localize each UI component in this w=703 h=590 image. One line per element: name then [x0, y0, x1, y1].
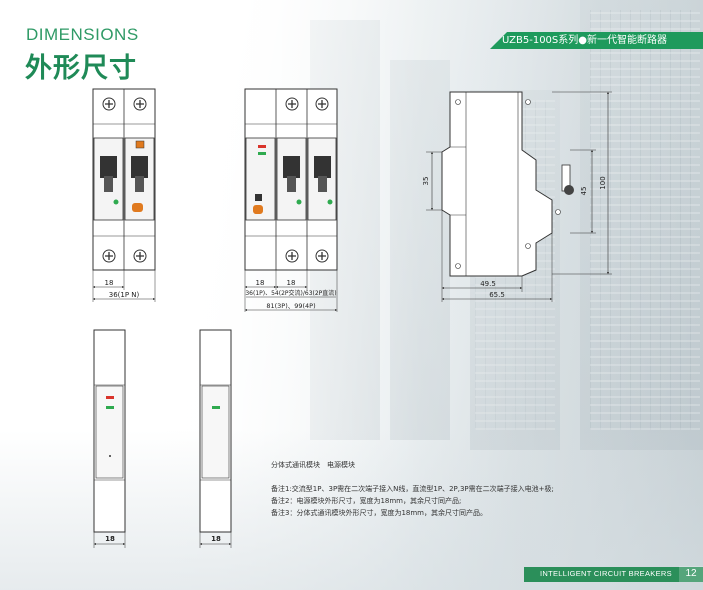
series-tag: UZB5-100S系列●新一代智能断路器: [490, 32, 703, 49]
dim-pole-width: 18: [105, 279, 114, 287]
dim-line-1: 36(1P)、54(2P交流)/63(2P直流): [245, 289, 336, 297]
dim-a: 18: [256, 279, 265, 287]
dim-line-2: 81(3P)、99(4P): [266, 302, 315, 310]
dim-height: 100: [599, 176, 607, 189]
terminal-screw-icon: [133, 249, 147, 263]
dim-power-width: 18: [211, 535, 221, 543]
footer-label: INTELLIGENT CIRCUIT BREAKERS: [540, 569, 672, 578]
comm-module: 18: [93, 329, 126, 548]
module-caption: 分体式通讯模块 电源模块: [271, 461, 355, 469]
terminal-screw-icon: [102, 97, 116, 111]
note-3: 备注3：分体式通讯模块外形尺寸，宽度为18mm，其余尺寸同产品。: [271, 509, 487, 517]
breaker-1pn-front: 18 36(1P N): [92, 88, 156, 302]
footer-bar: [524, 567, 703, 582]
notes-block: 分体式通讯模块 电源模块 备注1:交流型1P、3P需在二次端子接入N线，直流型1…: [271, 459, 554, 519]
terminal-screw-icon: [315, 97, 329, 111]
dim-total-width: 36(1P N): [109, 291, 140, 299]
note-2: 备注2：电源模块外形尺寸，宽度为18mm，其余尺寸同产品;: [271, 497, 462, 505]
terminal-screw-icon: [285, 249, 299, 263]
dim-depth-2: 65.5: [489, 291, 505, 299]
terminal-screw-icon: [102, 249, 116, 263]
title-chinese: 外形尺寸: [25, 53, 137, 84]
power-module: 18: [199, 329, 232, 548]
breaker-3p-front: 18 18 36(1P)、54(2P交流)/63(2P直流) 81(3P)、99…: [244, 88, 338, 312]
dim-comm-width: 18: [105, 535, 115, 543]
page-number: 12: [679, 566, 703, 582]
breaker-side-view: 100 45 35 49.5 65.5: [422, 91, 612, 302]
dim-left: 35: [422, 177, 430, 186]
title-english: DIMENSIONS: [26, 25, 139, 44]
terminal-screw-icon: [315, 249, 329, 263]
dim-rail: 45: [580, 187, 588, 196]
dim-depth-1: 49.5: [480, 280, 496, 288]
dim-b: 18: [287, 279, 296, 287]
note-1: 备注1:交流型1P、3P需在二次端子接入N线，直流型1P、2P,3P需在二次端子…: [271, 485, 554, 493]
terminal-screw-icon: [285, 97, 299, 111]
terminal-screw-icon: [133, 97, 147, 111]
